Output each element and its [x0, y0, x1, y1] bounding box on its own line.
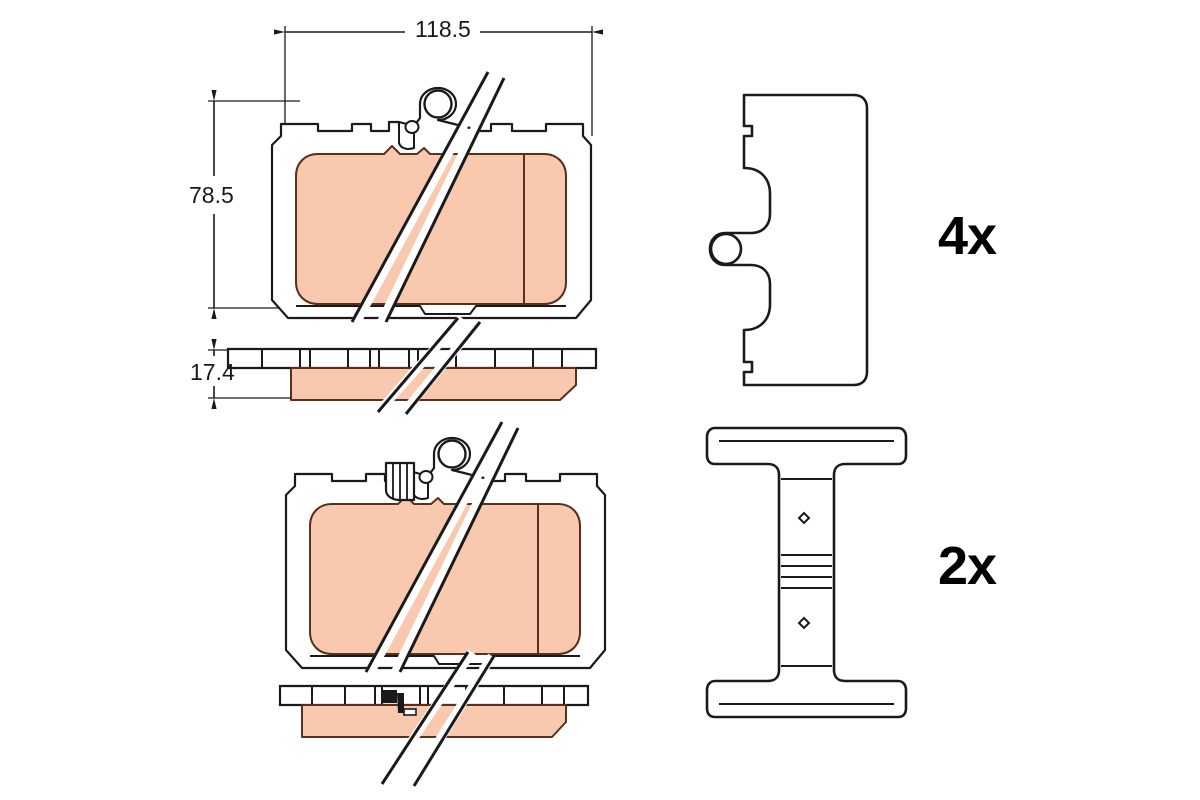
- accessory-shim-plate: [708, 93, 869, 387]
- quantity-label-shim-plate: 4x: [938, 206, 997, 266]
- dimension-width-label: 118.5: [415, 16, 471, 42]
- section-break-line: [380, 651, 496, 787]
- dimension-thickness-label: 17.4: [190, 359, 235, 385]
- wear-sensor-detail: [384, 461, 416, 502]
- dimension-width: [274, 26, 603, 136]
- pad-front-view-lower: [284, 419, 607, 675]
- dimension-height-label: 78.5: [189, 182, 234, 208]
- pad-front-view-upper: [270, 69, 593, 325]
- dimension-lines: [208, 26, 603, 409]
- section-break-line: [364, 421, 520, 673]
- section-break-line: [350, 71, 506, 323]
- pad-side-view-upper: [226, 315, 598, 415]
- quantity-label-spring-clip: 2x: [938, 536, 997, 596]
- accessory-spring-clip: [705, 426, 908, 719]
- section-break-line: [376, 317, 482, 415]
- pad-side-view-lower: [278, 649, 590, 787]
